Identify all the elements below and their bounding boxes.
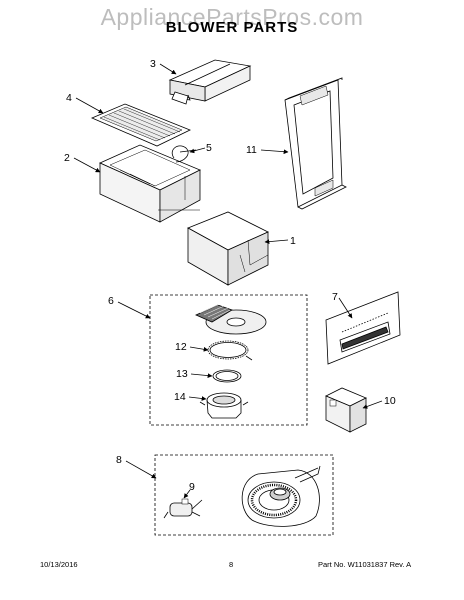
page-title: BLOWER PARTS — [165, 19, 299, 36]
group-6-box — [149, 294, 308, 426]
callout-7: 7 — [332, 291, 338, 303]
part-9-capacitor — [163, 498, 203, 519]
callout-1: 1 — [290, 235, 296, 247]
part-3-duct — [168, 59, 252, 105]
callout-12: 12 — [175, 341, 187, 353]
callout-14: 14 — [174, 391, 186, 403]
part-1-blower-cover — [187, 211, 269, 286]
callout-13: 13 — [176, 368, 188, 380]
callout-8: 8 — [116, 454, 122, 466]
callout-6: 6 — [108, 295, 114, 307]
callout-3: 3 — [150, 58, 156, 70]
part-14-motor-mount — [199, 392, 249, 419]
part-7-grille — [325, 291, 401, 365]
watermark: AppliancePartsPros.com — [100, 4, 364, 30]
part-10-bracket — [325, 387, 367, 433]
part-2-housing — [99, 144, 201, 223]
callout-11: 11 — [246, 144, 257, 156]
part-13-ring — [212, 369, 242, 383]
callout-10: 10 — [384, 395, 396, 407]
part-11-frame — [284, 77, 347, 210]
blower-motor-assembly — [241, 465, 321, 527]
callout-leaders — [73, 63, 383, 499]
callout-9: 9 — [189, 481, 195, 493]
blower-wheel — [195, 303, 267, 335]
callout-4: 4 — [66, 92, 72, 104]
footer-part-number: Part No. W11031837 Rev. A — [318, 560, 412, 569]
group-8-box — [154, 454, 334, 536]
callout-5: 5 — [206, 142, 212, 154]
footer-date: 10/13/2016 — [40, 560, 78, 569]
callout-2: 2 — [64, 152, 70, 164]
footer-page-number: 8 — [229, 560, 234, 569]
part-4-filter-grille — [90, 103, 191, 147]
part-12-gasket — [207, 340, 253, 361]
